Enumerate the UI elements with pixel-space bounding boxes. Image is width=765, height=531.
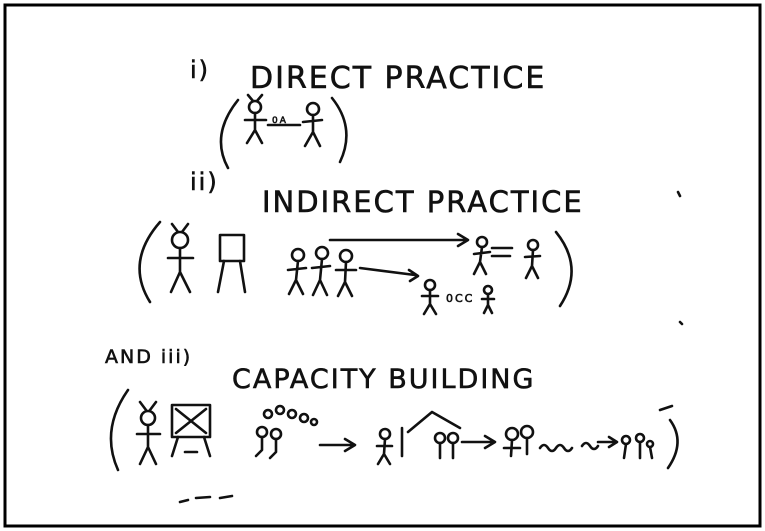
speech-marks: 0CC [446,292,474,305]
open-paren-icon [219,98,240,170]
item-1-title: DIRECT PRACTICE [250,61,546,96]
close-paren-icon [554,230,573,308]
speech-marks: 0A [272,116,288,126]
frame-border [3,3,762,528]
stick-figure-icon [243,93,268,145]
open-paren-icon [109,388,130,472]
close-paren-icon [330,96,348,164]
stick-figure-icon [375,427,394,466]
cropped-scribble [178,494,234,504]
stick-figure-icon [523,238,542,280]
stick-figure-icon [420,278,440,316]
stick-figure-icon [433,431,460,460]
item-3-prefix: AND iii) [105,346,192,368]
stick-figure-icon [472,235,492,276]
item-2-numeral: ii) [190,168,219,196]
roof-icon [406,410,462,434]
close-paren-icon [666,418,679,470]
arrow-right-icon [318,437,357,453]
item-1-numeral: i) [190,56,210,84]
stick-figure-icon [480,284,496,315]
arrow-right-icon [358,266,420,283]
stick-figure-icon [334,248,358,298]
stick-figure-icon [286,247,308,296]
learner-cluster [502,424,655,460]
flipchart-icon [170,403,212,458]
flipchart-icon [216,233,247,294]
arrow-right-icon [460,434,497,450]
speech-marks [490,246,514,258]
stick-figure-icon [166,222,195,294]
item-2-title: INDIRECT PRACTICE [262,185,584,219]
stray-marks [658,190,684,412]
item-3-title: CAPACITY BUILDING [232,364,535,395]
open-paren-icon [138,220,162,304]
stick-figure-icon [310,245,332,297]
stick-figure-icon [301,101,324,148]
learner-cluster [254,404,319,460]
arrow-right-icon [328,232,470,248]
stick-figure-icon [135,400,162,466]
